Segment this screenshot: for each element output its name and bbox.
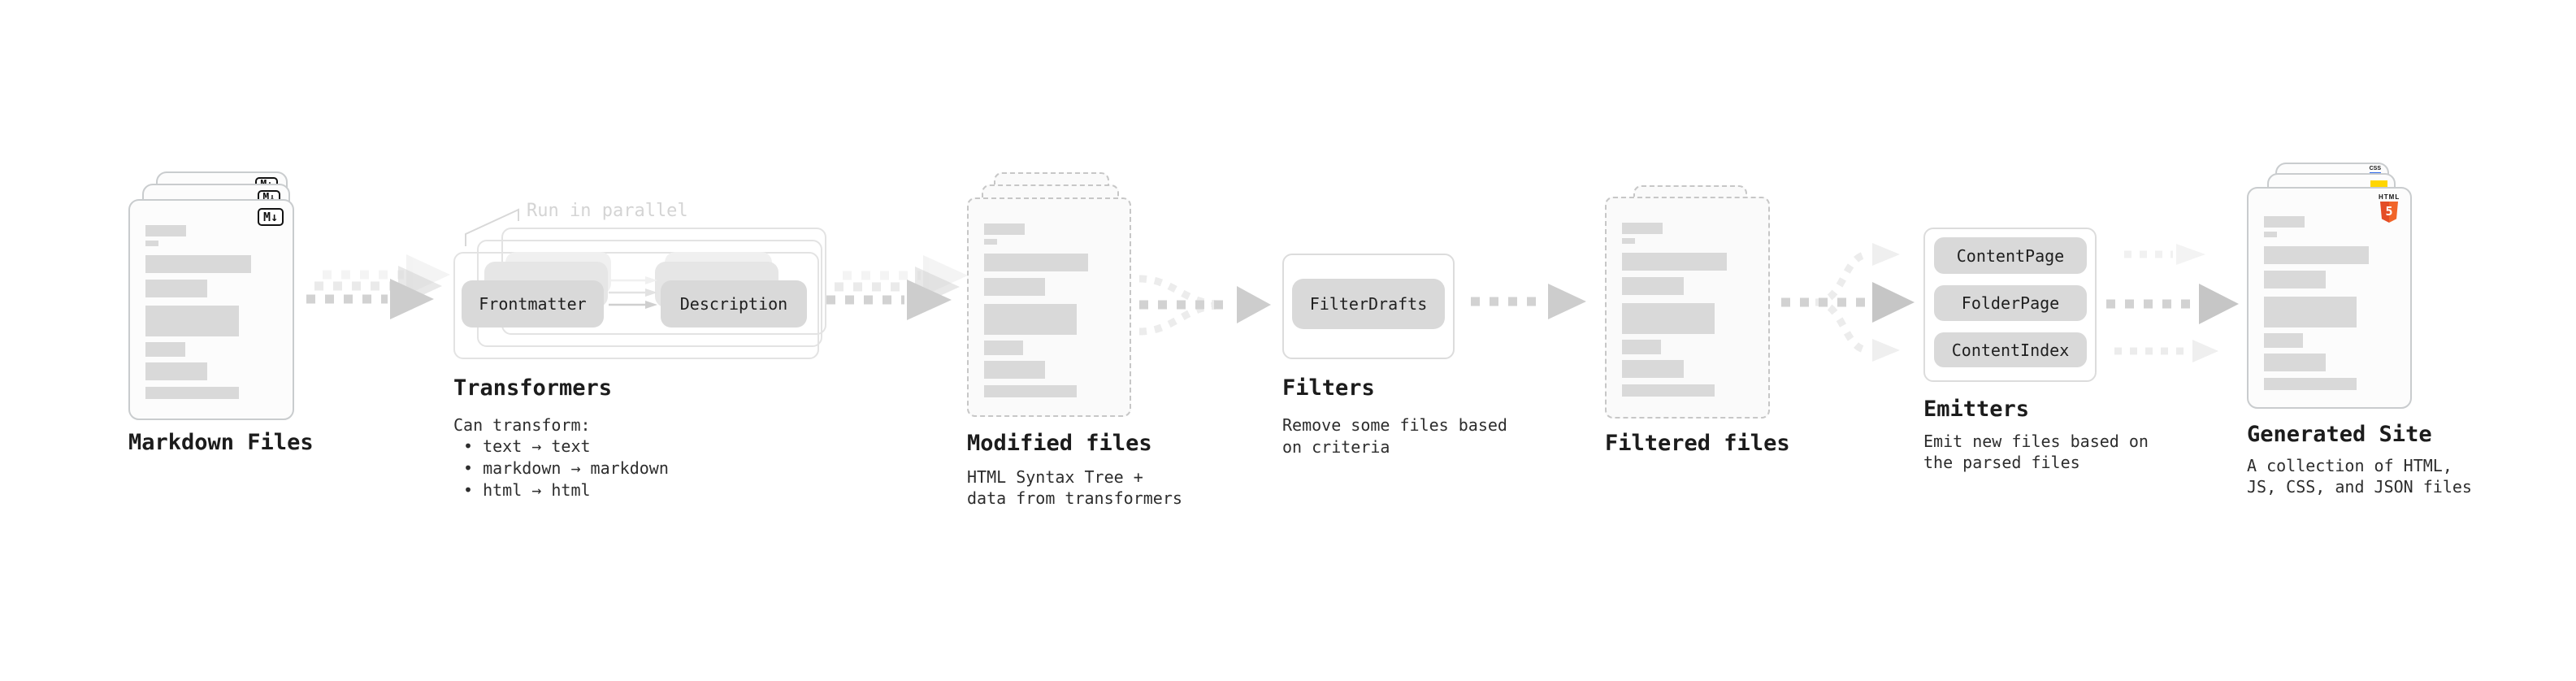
stage-title-markdown-files: Markdown Files	[128, 430, 314, 455]
js-icon	[2370, 180, 2387, 188]
filter-node-filterdrafts: FilterDrafts	[1292, 279, 1445, 329]
modified-doc-front	[967, 197, 1131, 417]
text-line	[1622, 223, 1663, 234]
transformer-step-arrows	[609, 276, 657, 309]
stage-title-filters: Filters	[1282, 375, 1375, 401]
arrow-filters-to-filtered	[1471, 284, 1586, 319]
generated-caption-2: JS, CSS, and JSON files	[2247, 477, 2472, 497]
markdown-icon: M↓	[257, 208, 284, 226]
doc-text-placeholder	[1622, 223, 1753, 397]
text-line	[145, 387, 240, 399]
text-line	[145, 342, 185, 357]
doc-text-placeholder	[145, 225, 277, 399]
text-line	[1622, 384, 1715, 397]
modified-caption-2: data from transformers	[967, 488, 1182, 508]
transformers-bullet-3: • html → html	[463, 480, 591, 500]
text-line	[984, 304, 1077, 335]
text-line	[2264, 232, 2278, 237]
stage-title-transformers: Transformers	[453, 375, 613, 401]
note-leader-line	[465, 208, 519, 246]
emitters-caption-1: Emit new files based on	[1923, 432, 2149, 451]
doc-text-placeholder	[2264, 216, 2395, 390]
text-line	[1622, 360, 1684, 378]
emitter-node-contentpage: ContentPage	[1934, 237, 2087, 274]
text-line	[145, 255, 251, 273]
text-line	[984, 223, 1025, 235]
html5-icon-shield: 5	[2380, 202, 2398, 223]
arrow-modified-to-filters-merge	[1138, 275, 1271, 336]
arrow-transformers-to-modified	[826, 255, 968, 320]
transformer-node-frontmatter: Frontmatter	[462, 280, 604, 327]
stage-title-emitters: Emitters	[1923, 397, 2030, 422]
markdown-doc-front: M↓	[128, 199, 294, 420]
run-in-parallel-note: Run in parallel	[527, 201, 688, 221]
text-line	[1622, 277, 1684, 295]
text-line	[2264, 378, 2357, 390]
text-line	[984, 340, 1023, 355]
transformer-node-description: Description	[661, 280, 807, 327]
modified-caption-1: HTML Syntax Tree +	[967, 467, 1143, 487]
arrow-filtered-to-emitters-split	[1781, 243, 1915, 362]
filters-caption-1: Remove some files based	[1282, 415, 1507, 435]
text-line	[1622, 340, 1662, 354]
text-line	[984, 278, 1046, 296]
text-line	[145, 306, 240, 336]
transformers-caption-heading: Can transform:	[453, 415, 591, 435]
text-line	[2264, 333, 2304, 348]
transformers-bullet-1: • text → text	[463, 436, 591, 456]
text-line	[984, 254, 1088, 271]
emitter-node-contentindex: ContentIndex	[1934, 332, 2087, 367]
stage-title-filtered-files: Filtered files	[1605, 431, 1790, 456]
text-line	[984, 385, 1077, 397]
text-line	[2264, 216, 2305, 228]
stage-title-generated-site: Generated Site	[2247, 422, 2432, 447]
text-line	[1622, 238, 1636, 244]
arrow-emitters-to-generated	[2106, 244, 2239, 362]
generated-caption-1: A collection of HTML,	[2247, 456, 2452, 475]
stage-title-modified-files: Modified files	[967, 431, 1152, 456]
text-line	[145, 241, 159, 246]
generated-doc-html: HTML 5	[2247, 187, 2412, 409]
emitters-caption-2: the parsed files	[1923, 453, 2080, 472]
text-line	[2264, 297, 2357, 327]
transformer-panel-front	[453, 252, 819, 359]
text-line	[145, 280, 208, 297]
text-line	[2264, 246, 2369, 264]
text-line	[984, 239, 997, 245]
transformers-bullet-2: • markdown → markdown	[463, 458, 669, 478]
text-line	[145, 362, 208, 380]
text-line	[2264, 354, 2326, 371]
html5-icon: HTML 5	[2379, 193, 2400, 223]
filters-caption-2: on criteria	[1282, 437, 1390, 457]
text-line	[2264, 271, 2326, 288]
emitter-node-folderpage: FolderPage	[1934, 285, 2087, 321]
html5-icon-label: HTML	[2379, 193, 2400, 201]
text-line	[1622, 303, 1715, 334]
doc-text-placeholder	[984, 223, 1114, 397]
arrow-markdown-to-transformers	[306, 254, 450, 319]
filtered-doc-front	[1605, 197, 1770, 419]
text-line	[984, 361, 1046, 379]
text-line	[1622, 253, 1727, 271]
text-line	[145, 225, 187, 236]
